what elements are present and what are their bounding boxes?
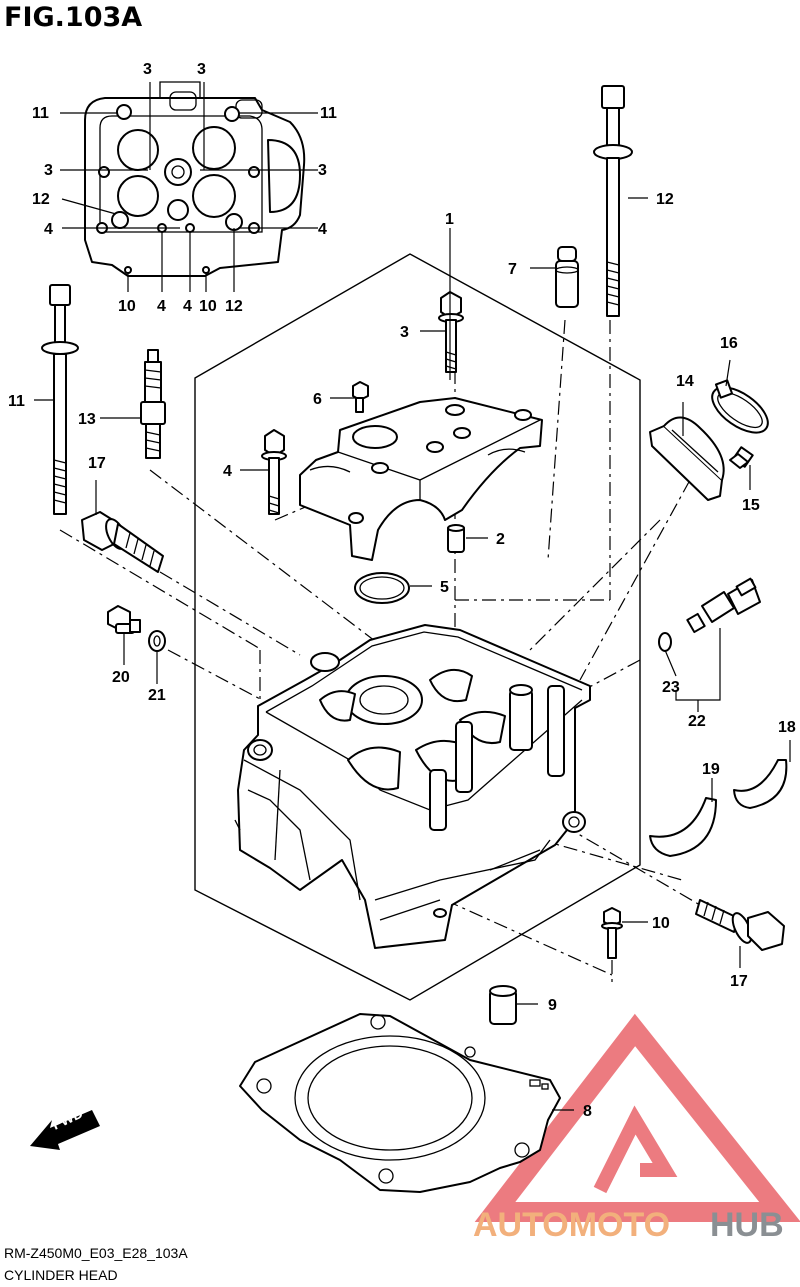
callout-16: 16 — [720, 335, 738, 352]
callout-inset-4a: 4 — [44, 221, 53, 238]
callout-labels: 1 2 3 4 5 6 7 8 9 10 11 12 13 14 15 16 1… — [8, 191, 796, 1120]
bolt-10 — [601, 907, 623, 959]
flange-bolt-17-upper — [81, 511, 164, 573]
callout-9: 9 — [548, 997, 557, 1014]
stud-bolt-12-right — [593, 85, 633, 317]
callout-inset-4c: 4 — [157, 298, 166, 315]
head-gasket-8 — [239, 1013, 561, 1193]
callout-18: 18 — [778, 719, 796, 736]
callout-11: 11 — [8, 393, 25, 410]
assembly-boundary — [194, 253, 641, 1001]
callout-22: 22 — [688, 713, 706, 730]
bolt-3 — [438, 291, 464, 373]
callout-inset-4b: 4 — [318, 221, 327, 238]
bolt-6 — [352, 381, 369, 413]
intake-insulator-14 — [649, 416, 725, 501]
watermark-text: AUTOMOTO HUB — [473, 1206, 784, 1244]
dowel-9 — [489, 985, 517, 1025]
callout-2: 2 — [496, 531, 505, 548]
callout-17-lower: 17 — [730, 973, 748, 990]
callout-17-upper: 17 — [88, 455, 106, 472]
callout-inset-12a: 12 — [32, 191, 50, 208]
callout-leaders — [34, 197, 791, 1111]
callout-inset-12b: 12 — [225, 298, 243, 315]
watermark-brand-part1: AUTOMOTO — [473, 1206, 670, 1244]
flange-bolt-17-lower — [695, 899, 785, 951]
section-name: CYLINDER HEAD — [4, 1267, 118, 1283]
cam-end-cap-19 — [649, 797, 717, 857]
callout-19: 19 — [702, 761, 720, 778]
inset-callout-labels: 3 3 11 11 3 3 12 4 4 10 4 4 10 12 — [32, 61, 337, 315]
temp-sensor-22 — [686, 577, 761, 634]
callout-8: 8 — [583, 1103, 592, 1120]
valve-guide-7 — [555, 246, 579, 308]
callout-inset-10b: 10 — [199, 298, 217, 315]
callout-6: 6 — [313, 391, 322, 408]
bolt-20 — [107, 605, 141, 634]
callout-23: 23 — [662, 679, 680, 696]
callout-inset-10a: 10 — [118, 298, 136, 315]
callout-inset-4d: 4 — [183, 298, 192, 315]
callout-1: 1 — [445, 211, 454, 228]
washer-21 — [148, 630, 166, 652]
callout-7: 7 — [508, 261, 517, 278]
callout-20: 20 — [112, 669, 130, 686]
dowel-pin-2 — [447, 524, 465, 553]
callout-5: 5 — [440, 579, 449, 596]
cam-end-cap-18 — [733, 759, 788, 809]
callout-10: 10 — [652, 915, 670, 932]
callout-inset-11b: 11 — [320, 105, 337, 122]
callout-15: 15 — [742, 497, 760, 514]
cylinder-head-body — [234, 624, 591, 949]
callout-4: 4 — [223, 463, 232, 480]
stud-bolt-11-left — [41, 284, 79, 515]
hose-clamp-16 — [711, 379, 769, 434]
bolt-4 — [261, 429, 287, 515]
figure-title: FIG.103A — [4, 2, 142, 33]
callout-14: 14 — [676, 373, 694, 390]
gasket-23 — [658, 632, 672, 652]
callout-inset-3b: 3 — [197, 61, 206, 78]
callout-inset-11a: 11 — [32, 105, 49, 122]
callout-13: 13 — [78, 411, 96, 428]
callout-inset-3c: 3 — [44, 162, 53, 179]
camshaft-holder — [299, 397, 543, 561]
o-ring-5 — [354, 572, 410, 604]
watermark-logo — [474, 1013, 800, 1222]
model-code: RM-Z450M0_E03_E28_103A — [4, 1245, 188, 1261]
callout-inset-3d: 3 — [318, 162, 327, 179]
inset-top-view — [60, 81, 318, 292]
watermark-brand-part2: HUB — [710, 1206, 784, 1244]
spark-plug-13 — [140, 349, 166, 459]
callout-inset-3a: 3 — [143, 61, 152, 78]
callout-3: 3 — [400, 324, 409, 341]
callout-12: 12 — [656, 191, 674, 208]
callout-21: 21 — [148, 687, 166, 704]
fwd-direction-arrow: FWD — [30, 1105, 100, 1150]
clamp-screw-15 — [729, 446, 754, 469]
